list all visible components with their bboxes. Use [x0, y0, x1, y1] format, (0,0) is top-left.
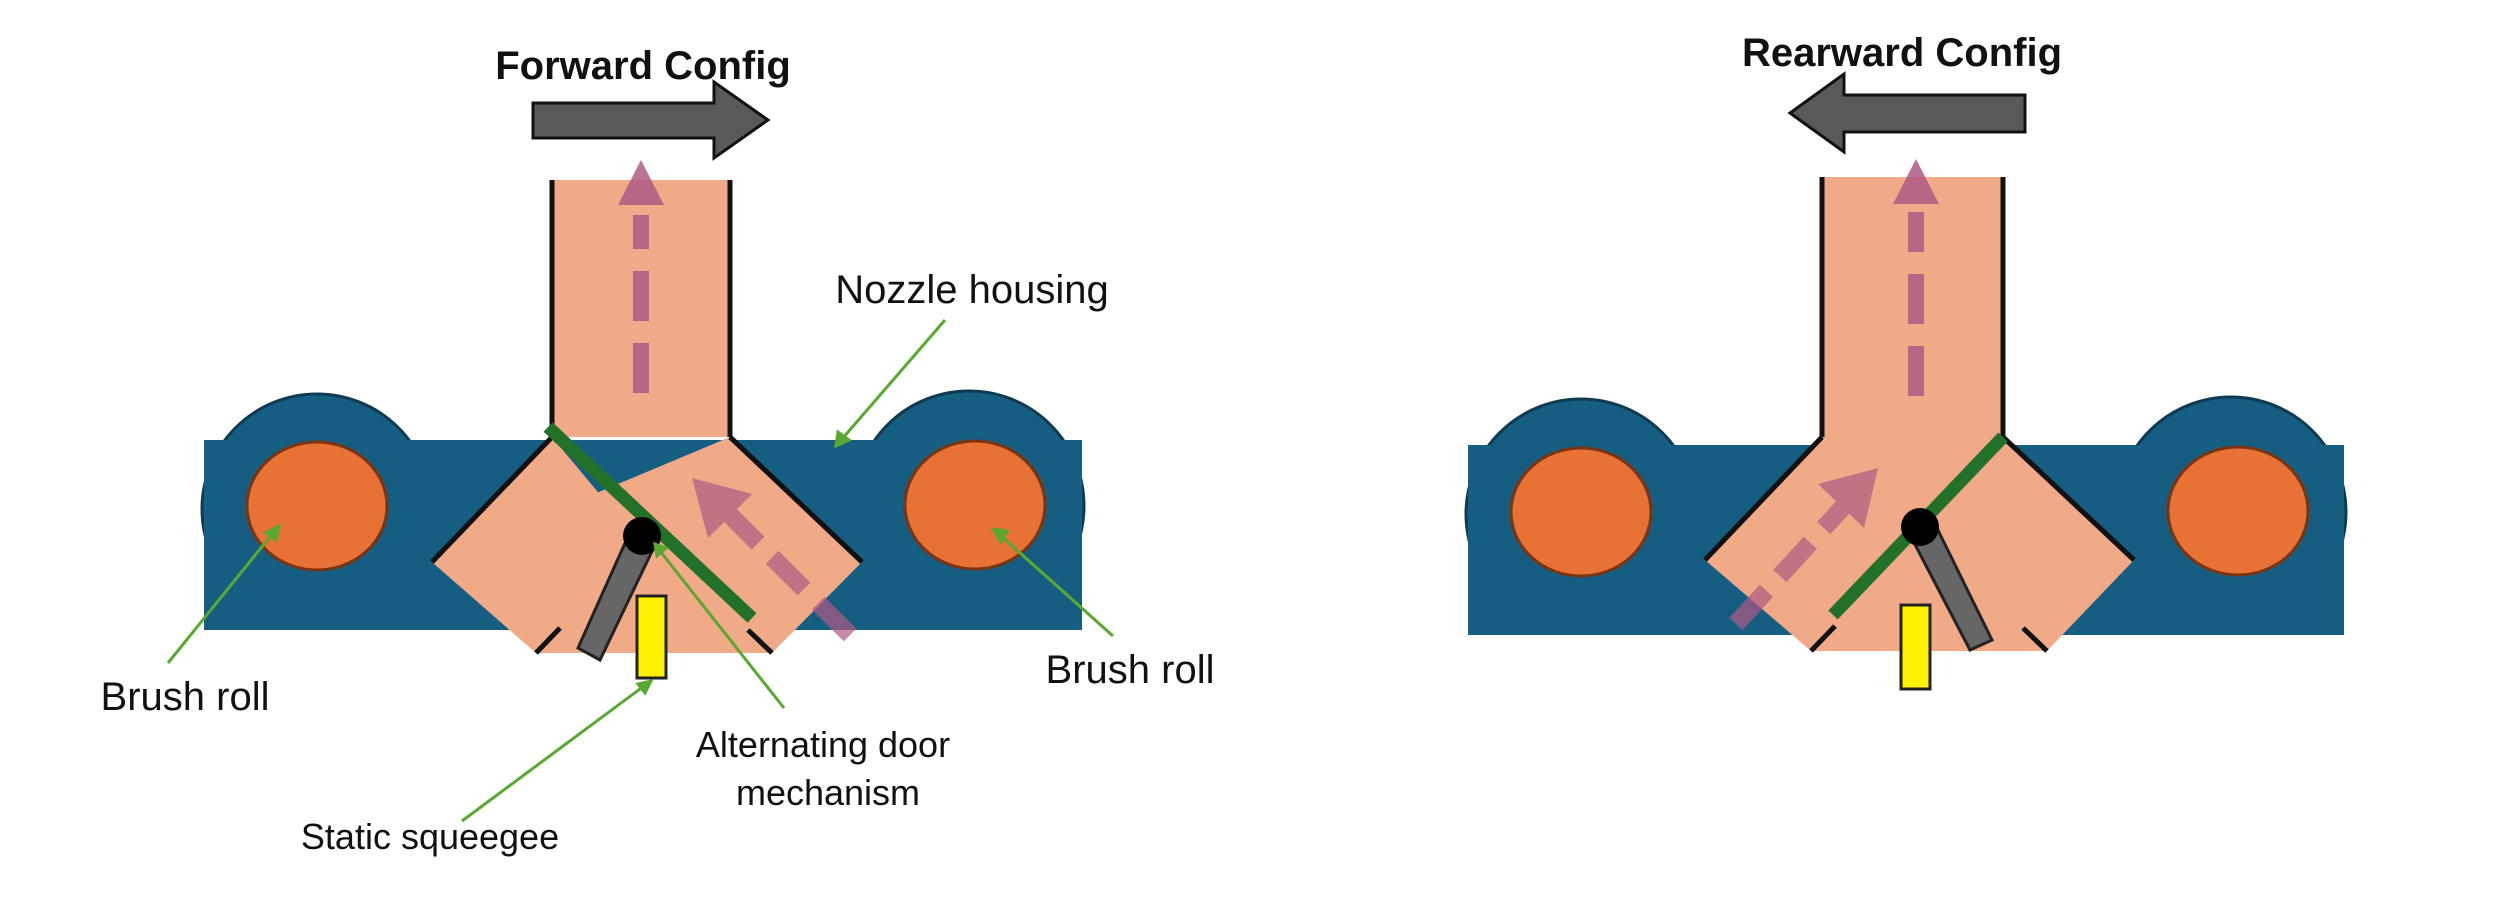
brush-roll-left — [245, 440, 389, 572]
leader-lines — [166, 319, 1114, 823]
label-brush-roll-left: Brush roll — [101, 675, 270, 719]
suction-nozzle-rearward — [1703, 177, 2136, 653]
label-static-squeegee: Static squeegee — [301, 816, 559, 857]
brush-roll-left-rearward — [1509, 446, 1653, 578]
label-door-line2: mechanism — [736, 772, 920, 813]
flow-arrow-icon — [1893, 159, 1939, 396]
static-squeegee-rearward — [1899, 603, 1932, 691]
flow-arrow-icon — [692, 478, 857, 642]
label-brush-roll-right: Brush roll — [1046, 648, 1215, 692]
brush-roll-right-rearward — [2166, 445, 2310, 577]
forward-config-diagram: Forward Config — [101, 44, 1215, 857]
label-nozzle-housing: Nozzle housing — [835, 268, 1109, 312]
forward-config-title: Forward Config — [495, 44, 791, 88]
flow-arrow-icon — [618, 160, 664, 393]
label-door-line1: Alternating door — [696, 724, 950, 765]
direction-arrow-right-icon — [531, 79, 771, 161]
brush-roll-right — [903, 439, 1047, 571]
flow-arrow-icon — [1729, 468, 1878, 631]
rearward-config-diagram: Rearward Config — [1464, 31, 2348, 691]
door-pivot — [623, 517, 661, 555]
door-pivot-rearward — [1901, 508, 1939, 546]
static-squeegee — [635, 594, 668, 680]
direction-arrow-left-icon — [1787, 71, 2027, 155]
rearward-config-title: Rearward Config — [1742, 31, 2062, 75]
